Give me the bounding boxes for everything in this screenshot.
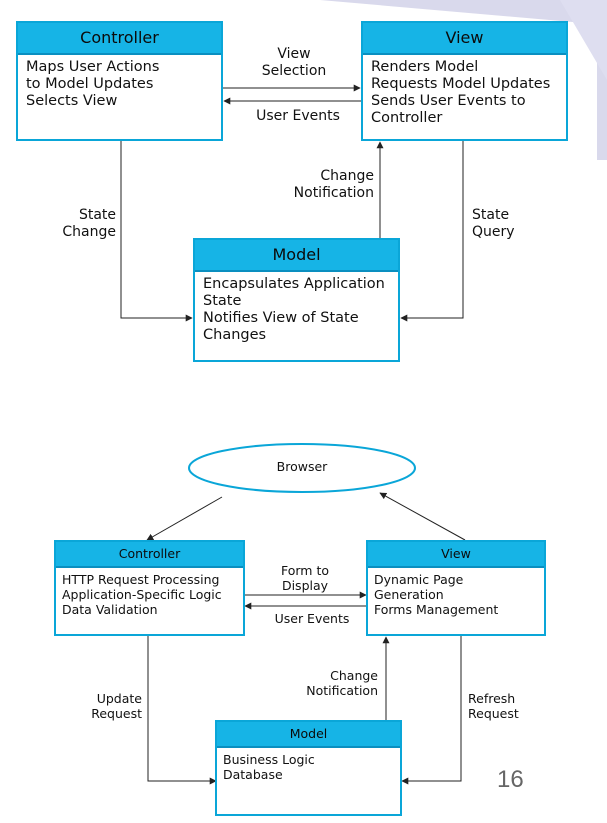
label-change-notification-bottom: Change Notification (282, 668, 378, 698)
bottom-view-body: Dynamic Page Generation Forms Management (368, 568, 544, 621)
bottom-model-title: Model (217, 722, 400, 748)
arrow-state-change (120, 141, 193, 322)
label-line: Update (96, 691, 142, 706)
top-view-box: View Renders Model Requests Model Update… (361, 21, 568, 141)
body-line: Database (223, 767, 283, 782)
label-line: Display (281, 578, 329, 593)
body-line: Application-Specific Logic (62, 587, 222, 602)
body-line: Generation (374, 587, 444, 602)
arrow-browser-to-controller (146, 496, 223, 541)
label-line: Change (320, 168, 374, 184)
label-refresh-request: Refresh Request (468, 691, 538, 721)
label-view-selection: View Selection (248, 46, 340, 80)
bottom-view-title: View (368, 542, 544, 568)
label-line: View (277, 46, 311, 62)
label-line: Query (472, 224, 515, 240)
body-line: Sends User Events to (371, 93, 526, 109)
label-user-events-top: User Events (256, 108, 340, 124)
label-update-request: Update Request (82, 691, 142, 721)
body-line: State (203, 293, 242, 309)
body-line: HTTP Request Processing (62, 572, 220, 587)
top-model-body: Encapsulates Application State Notifies … (195, 272, 398, 348)
arrow-refresh-request (401, 636, 462, 785)
top-model-title: Model (195, 240, 398, 272)
top-view-body: Renders Model Requests Model Updates Sen… (363, 55, 566, 131)
arrow-update-request (147, 636, 217, 785)
label-line: Selection (261, 63, 327, 79)
bottom-model-box: Model Business Logic Database (215, 720, 402, 816)
body-line: Dynamic Page (374, 572, 464, 587)
bottom-controller-body: HTTP Request Processing Application-Spec… (56, 568, 243, 621)
body-line: Requests Model Updates (371, 76, 551, 92)
body-line: Changes (203, 327, 267, 343)
page-number: 16 (497, 766, 524, 793)
label-line: Notification (306, 683, 378, 698)
browser-label: Browser (276, 459, 328, 474)
label-line: Refresh (468, 691, 516, 706)
label-line: Change (330, 668, 378, 683)
label-line: Request (91, 706, 142, 721)
arrow-view-to-browser (379, 492, 466, 541)
arrow-state-query (400, 141, 464, 322)
top-model-box: Model Encapsulates Application State Not… (193, 238, 400, 362)
body-line: Maps User Actions (26, 59, 160, 75)
label-line: Form to (280, 563, 329, 578)
bottom-view-box: View Dynamic Page Generation Forms Manag… (366, 540, 546, 636)
bottom-controller-title: Controller (56, 542, 243, 568)
label-line: State (78, 207, 116, 223)
top-controller-box: Controller Maps User Actions to Model Up… (16, 21, 223, 141)
label-state-query: State Query (472, 207, 522, 241)
label-form-to-display: Form to Display (262, 563, 348, 593)
bottom-controller-box: Controller HTTP Request Processing Appli… (54, 540, 245, 636)
body-line: Selects View (26, 93, 118, 109)
label-line: State (472, 207, 510, 223)
browser-ellipse (188, 443, 416, 493)
label-line: Change (62, 224, 116, 240)
body-line: Data Validation (62, 602, 158, 617)
top-controller-body: Maps User Actions to Model Updates Selec… (18, 55, 221, 114)
bottom-model-body: Business Logic Database (217, 748, 400, 786)
slide-corner-decoration (320, 0, 607, 160)
body-line: to Model Updates (26, 76, 154, 92)
label-state-change: State Change (60, 207, 116, 241)
body-line: Business Logic (223, 752, 315, 767)
label-user-events-bottom: User Events (274, 611, 350, 626)
top-controller-title: Controller (18, 23, 221, 55)
body-line: Encapsulates Application (203, 276, 385, 292)
body-line: Controller (371, 110, 443, 126)
body-line: Notifies View of State (203, 310, 359, 326)
label-line: Notification (293, 185, 374, 201)
top-view-title: View (363, 23, 566, 55)
label-line: Request (468, 706, 519, 721)
body-line: Renders Model (371, 59, 479, 75)
body-line: Forms Management (374, 602, 499, 617)
label-change-notification-top: Change Notification (278, 168, 374, 202)
